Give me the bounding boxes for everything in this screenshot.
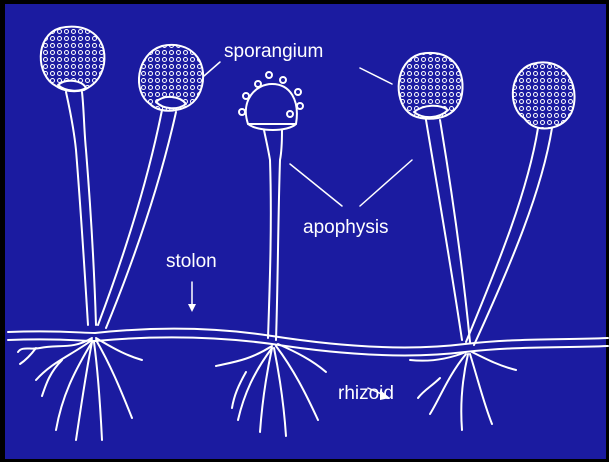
rhizoid-label: rhizoid [338, 384, 394, 403]
rhizoid-cluster-center [216, 344, 326, 436]
stolon-label: stolon [166, 252, 217, 271]
sporangium-3 [239, 72, 303, 340]
sporangium-5 [466, 62, 575, 345]
apophysis-pointer-right [360, 160, 412, 206]
sporangium-4 [399, 53, 470, 342]
stolon-pointer-arrowhead [188, 304, 196, 312]
sporangium-pointer-left [204, 62, 220, 76]
rhizoid-cluster-right [410, 352, 516, 430]
apophysis-pointer-left [290, 164, 342, 206]
apophysis-label: apophysis [303, 218, 389, 237]
sporangium-label: sporangium [224, 42, 323, 61]
rhizoid-cluster-left [18, 338, 142, 440]
sporangium-pointer-right [360, 68, 392, 84]
sporangium-1 [41, 27, 105, 325]
sporangium-2 [98, 45, 203, 328]
